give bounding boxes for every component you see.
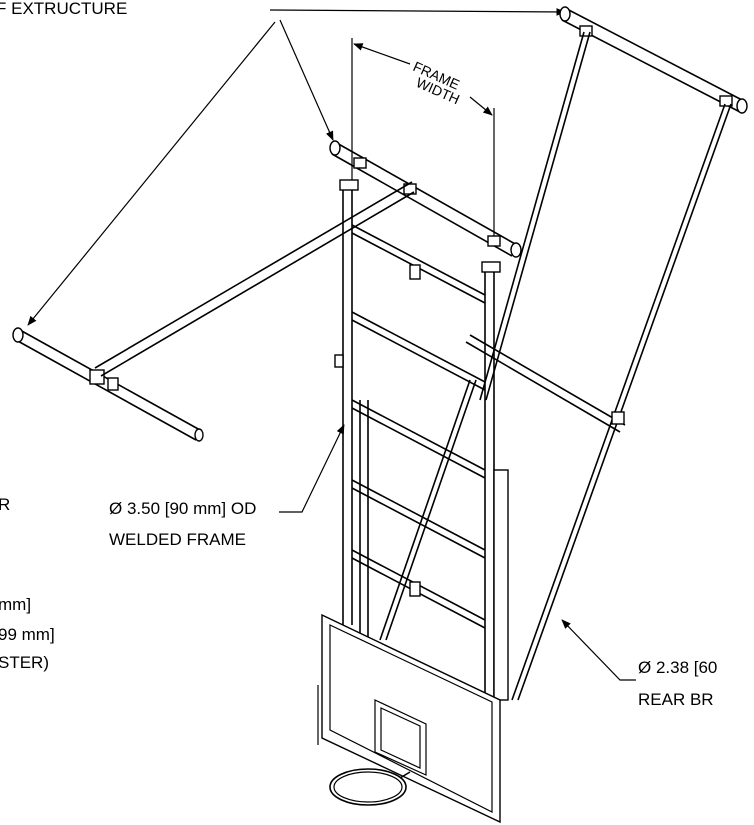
frame-od-label-2: WELDED FRAME xyxy=(109,530,246,549)
structure-leader-lines xyxy=(27,8,566,326)
structure-label: F EXTRUCTURE xyxy=(0,0,127,18)
rear-brace-callout: Ø 2.38 [60 REAR BR xyxy=(561,619,717,709)
left-partial-labels: R mm] 99 mm] STER) xyxy=(0,495,55,672)
left-pipe xyxy=(12,327,204,442)
frame-od-callout: Ø 3.50 [90 mm] OD WELDED FRAME xyxy=(109,424,345,549)
frame-od-label-1: Ø 3.50 [90 mm] OD xyxy=(109,499,256,518)
left-partial-3: STER) xyxy=(0,653,49,672)
frame-width-dimension: FRAME WIDTH xyxy=(351,38,495,245)
left-partial-1: mm] xyxy=(0,595,31,614)
rear-brace-label-2: REAR BR xyxy=(638,690,714,709)
left-partial-2: 99 mm] xyxy=(0,625,55,644)
basketball-rim xyxy=(329,768,411,806)
front-top-pipe xyxy=(329,140,522,258)
rear-brace-label-1: Ø 2.38 [60 xyxy=(638,658,717,677)
left-diagonal-pipe xyxy=(94,181,415,377)
left-partial-r: R xyxy=(0,495,10,514)
backboard xyxy=(317,613,501,824)
top-rear-pipe xyxy=(559,6,748,114)
rear-braces xyxy=(379,31,732,701)
welded-frame xyxy=(334,179,509,701)
